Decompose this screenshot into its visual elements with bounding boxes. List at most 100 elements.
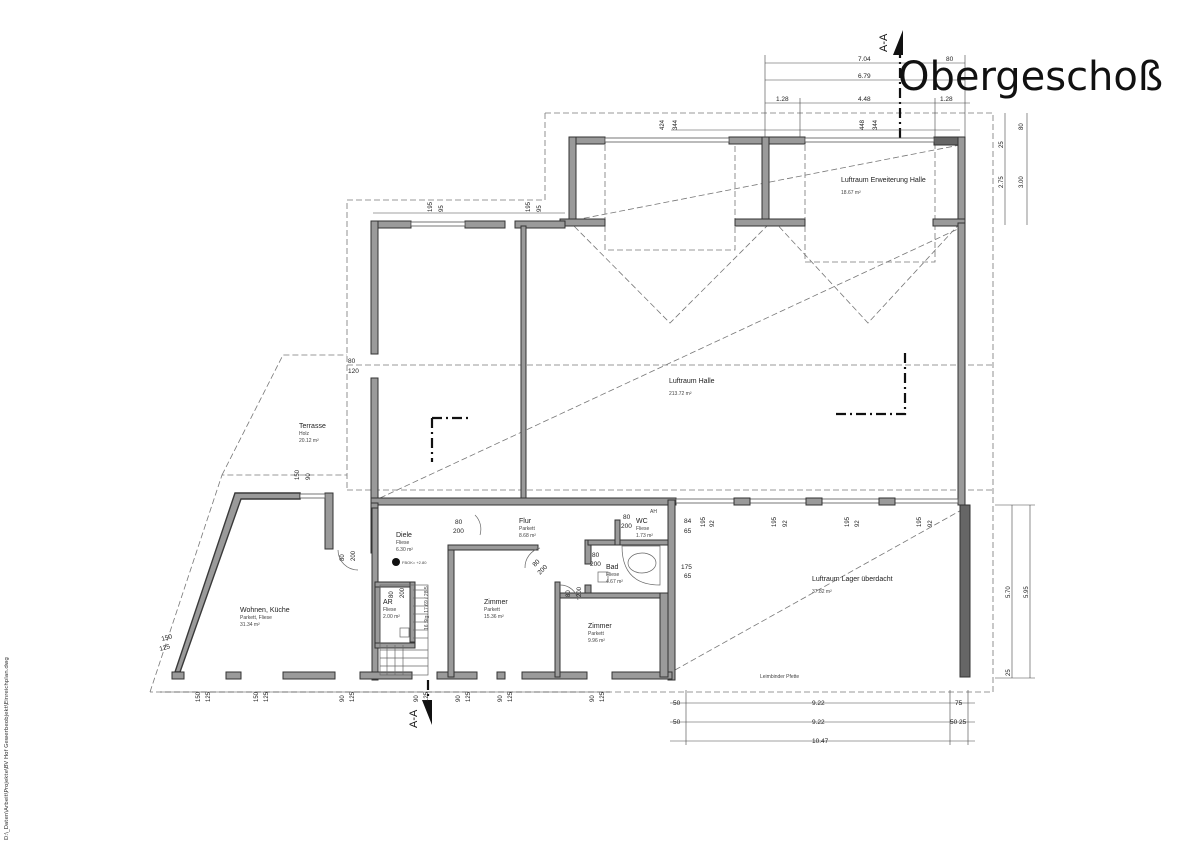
room-labels: Luftraum Erweiterung Halle 18.67 m² Luft… <box>240 177 926 680</box>
dim-right-275: 2.75 <box>999 176 1005 188</box>
dimension-lines-bottom <box>160 690 975 745</box>
opening-80: 80 <box>348 358 356 365</box>
dim-128a: 1.28 <box>776 96 789 103</box>
bottom-opening-label: 90 <box>340 695 346 702</box>
dimension-lines-top <box>373 55 970 214</box>
bottom-opening-label: 125 <box>350 691 356 702</box>
opening-95a: 95 <box>439 205 445 212</box>
section-marker-top: A-A <box>878 30 903 55</box>
room-terrasse-area: 20.12 m² <box>299 438 319 444</box>
room-wohnen-name: Wohnen, Küche <box>240 607 290 614</box>
room-zimmer1-floor: Parkett <box>484 607 500 613</box>
door-bad-80: 80 <box>592 552 600 559</box>
section-marker-bottom: A-A <box>408 700 432 728</box>
room-flur-floor: Parkett <box>519 526 535 532</box>
dim-bottom-922b: 9.22 <box>812 719 825 726</box>
opening-120: 120 <box>348 368 359 375</box>
win-65b: 65 <box>684 573 692 580</box>
win-92a: 92 <box>710 520 716 527</box>
win-195c: 195 <box>845 516 851 527</box>
door-diele-200: 200 <box>453 528 464 535</box>
bottom-opening-label: 125 <box>424 691 430 702</box>
room-luftraum-lager-area: 37.82 m² <box>812 589 832 595</box>
door-z2-200: 200 <box>577 586 583 597</box>
bottom-opening-label: 125 <box>508 691 514 702</box>
opening-448: 448 <box>860 119 866 130</box>
room-terrasse-floor: Holz <box>299 431 310 437</box>
bottom-opening-label: 125 <box>600 691 606 702</box>
room-luftraum-halle-name: Luftraum Halle <box>669 378 715 385</box>
dim-bottom-50b: 50 <box>673 719 681 726</box>
bottom-opening-label: 90 <box>498 695 504 702</box>
room-wc-floor: Fliese <box>636 526 650 532</box>
door-bad-200: 200 <box>590 561 601 568</box>
bottom-opening-label: 90 <box>456 695 462 702</box>
win-92d: 92 <box>928 520 934 527</box>
room-zimmer2-area: 9.96 m² <box>588 638 605 644</box>
opening-344b: 344 <box>873 119 879 130</box>
dimension-texts-top: 7.04 80 6.79 1.28 4.48 1.28 <box>776 56 954 103</box>
room-luftraum-erweiterung-name: Luftraum Erweiterung Halle <box>841 177 926 184</box>
dimension-texts-right: 80 25 2.75 3.00 5.70 5.95 25 <box>999 123 1030 676</box>
opening-90-terr: 90 <box>306 473 312 480</box>
win-195a: 195 <box>701 516 707 527</box>
dim-128b: 1.28 <box>940 96 953 103</box>
room-bad-area: 4.67 m² <box>606 579 623 585</box>
opening-424: 424 <box>660 119 666 130</box>
dim-right-25: 25 <box>999 141 1005 148</box>
room-zimmer1-area: 15.36 m² <box>484 614 504 620</box>
door-diele-80: 80 <box>455 519 463 526</box>
doors <box>337 514 579 601</box>
room-zimmer2-name: Zimmer <box>588 623 612 630</box>
bottom-opening-label: 150 <box>254 691 260 702</box>
door-wc-80: 80 <box>623 514 631 521</box>
ah-label: AH <box>650 509 657 515</box>
room-diele-level: FBOK= +2.80 <box>402 560 427 565</box>
bottom-opening-label: 90 <box>590 695 596 702</box>
room-diele-name: Diele <box>396 532 412 539</box>
room-wc-name: WC <box>636 518 648 525</box>
staircase <box>379 584 429 676</box>
dim-bottom-75: 75 <box>955 700 963 707</box>
room-bad-floor: Fliese <box>606 572 620 578</box>
room-diele-floor: Fliese <box>396 540 410 546</box>
bottom-opening-label: 125 <box>466 691 472 702</box>
win-92c: 92 <box>855 520 861 527</box>
dim-704: 7.04 <box>858 56 871 63</box>
opening-195b: 195 <box>526 201 532 212</box>
dim-bottom-1047: 10.47 <box>812 738 829 745</box>
walls <box>171 136 971 681</box>
windows <box>299 137 959 506</box>
win-92b: 92 <box>783 520 789 527</box>
bottom-opening-label: 90 <box>414 695 420 702</box>
dim-bottom-5025: 50 25 <box>950 719 967 726</box>
bottom-opening-label: 125 <box>206 691 212 702</box>
room-ar-name: AR <box>383 599 393 606</box>
opening-195a: 195 <box>428 201 434 212</box>
svg-text:A-A: A-A <box>878 33 890 52</box>
room-luftraum-halle-area: 213.72 m² <box>669 391 692 397</box>
door-ar-80: 80 <box>389 591 395 598</box>
dimension-texts-bottom: 50 9.22 75 50 9.22 50 25 10.47 <box>673 700 967 745</box>
door-wohn-200: 200 <box>351 550 357 561</box>
win-195d: 195 <box>917 516 923 527</box>
room-wohnen-area: 31.34 m² <box>240 622 260 628</box>
room-bad-name: Bad <box>606 564 619 571</box>
leimbinder-label: Leimbinder Pfette <box>760 674 799 680</box>
bath-fixtures <box>392 545 661 638</box>
plan-title: Obergeschoß <box>898 54 1163 100</box>
door-ar-200: 200 <box>400 587 406 598</box>
stair-label: 16 Stg. 17.69 / 28.5 <box>424 586 430 630</box>
bottom-opening-label: 150 <box>196 691 202 702</box>
room-ar-floor: Fliese <box>383 607 397 613</box>
door-wc-200: 200 <box>621 523 632 530</box>
win-175: 175 <box>681 564 692 571</box>
dim-bottom-922a: 9.22 <box>812 700 825 707</box>
room-ar-area: 2.00 m² <box>383 614 400 620</box>
room-luftraum-lager-name: Luftraum Lager überdacht <box>812 576 893 583</box>
room-flur-area: 8.68 m² <box>519 533 536 539</box>
opening-150-terr: 150 <box>295 469 301 480</box>
room-flur-name: Flur <box>519 518 532 525</box>
dim-80-top: 80 <box>946 56 954 63</box>
opening-150-side: 150 <box>161 633 174 643</box>
